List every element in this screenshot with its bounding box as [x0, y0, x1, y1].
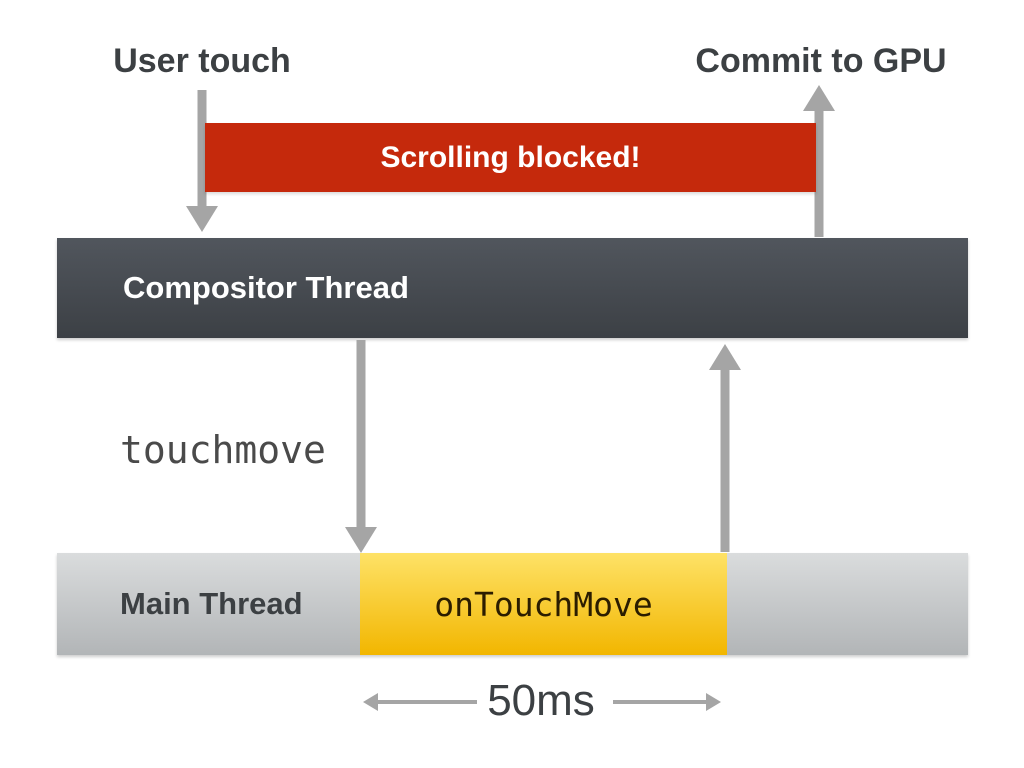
- main-thread-bar: Main Thread onTouchMove: [57, 553, 968, 655]
- ontouchmove-task-block: onTouchMove: [360, 553, 727, 655]
- scrolling-blocked-banner: Scrolling blocked!: [205, 123, 816, 192]
- arrow-shaft: [613, 700, 708, 704]
- user-touch-label: User touch: [113, 42, 291, 80]
- touchmove-event-label: touchmove: [120, 428, 326, 472]
- compositor-thread-bar: Compositor Thread: [57, 238, 968, 338]
- duration-label: 50ms: [487, 676, 595, 725]
- main-to-compositor-up-arrow-icon: [709, 344, 741, 552]
- arrow-head: [706, 693, 721, 711]
- arrow-shaft: [720, 369, 730, 552]
- arrow-head: [803, 85, 835, 111]
- touchmove-down-arrow-icon: [345, 340, 377, 553]
- arrow-shaft: [197, 90, 207, 207]
- duration-left-arrow-icon: [363, 693, 477, 711]
- ontouchmove-task-label: onTouchMove: [434, 584, 653, 624]
- arrow-shaft: [814, 110, 824, 237]
- main-thread-label: Main Thread: [120, 586, 303, 621]
- arrow-head: [345, 527, 377, 553]
- user-touch-down-arrow-icon: [186, 90, 218, 232]
- compositor-thread-label: Compositor Thread: [123, 270, 409, 305]
- duration-right-arrow-icon: [613, 693, 721, 711]
- commit-to-gpu-label: Commit to GPU: [695, 42, 947, 80]
- arrow-head: [709, 344, 741, 370]
- scrolling-blocked-text: Scrolling blocked!: [380, 140, 641, 174]
- arrow-shaft: [376, 700, 477, 704]
- arrow-head: [363, 693, 378, 711]
- commit-to-gpu-up-arrow-icon: [803, 85, 835, 237]
- arrow-head: [186, 206, 218, 232]
- arrow-shaft: [356, 340, 366, 528]
